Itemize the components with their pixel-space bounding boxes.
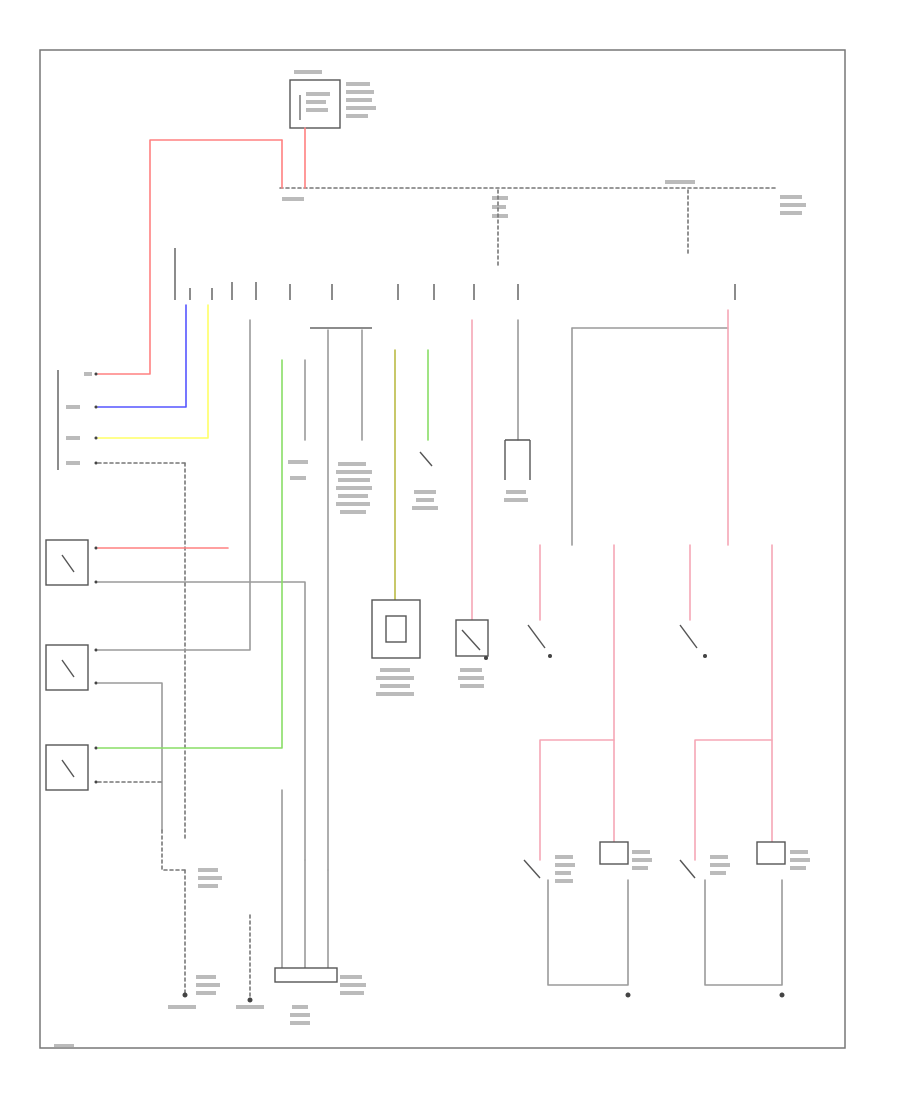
pink-loop-left xyxy=(539,739,615,861)
ground-left xyxy=(625,992,631,998)
wire-lf xyxy=(97,319,251,651)
motor-rf xyxy=(679,855,730,879)
blue-wire xyxy=(97,304,187,408)
gray-wire-switch xyxy=(97,581,306,861)
red-wire-left xyxy=(97,139,283,375)
motor-rr xyxy=(756,841,810,870)
wire-lf-2 xyxy=(97,682,163,831)
ground-loop-right xyxy=(704,879,783,986)
green-wire xyxy=(97,359,283,749)
door-lock-switch xyxy=(45,539,98,586)
left-connector-row xyxy=(174,248,736,300)
switch-b xyxy=(455,619,489,688)
switch-d xyxy=(679,544,707,658)
bottom-wire-1 xyxy=(161,829,189,871)
yellow-wire xyxy=(97,304,209,439)
top-module xyxy=(289,70,376,129)
switch-c xyxy=(527,544,552,658)
ground-right xyxy=(779,992,785,998)
relay xyxy=(504,439,531,502)
ground-loop-left xyxy=(547,879,629,986)
switch-a xyxy=(412,451,438,510)
left-pins xyxy=(57,370,98,470)
motor-lr xyxy=(599,841,652,870)
center-module xyxy=(371,599,421,696)
tailgate-switch xyxy=(45,744,98,791)
red-wire-top xyxy=(281,127,306,189)
pink-loop-right xyxy=(694,739,773,861)
diagram-frame xyxy=(39,49,846,1049)
left-front-switch xyxy=(45,644,98,691)
motor-lf xyxy=(523,855,575,883)
bottom-connector xyxy=(274,967,338,983)
